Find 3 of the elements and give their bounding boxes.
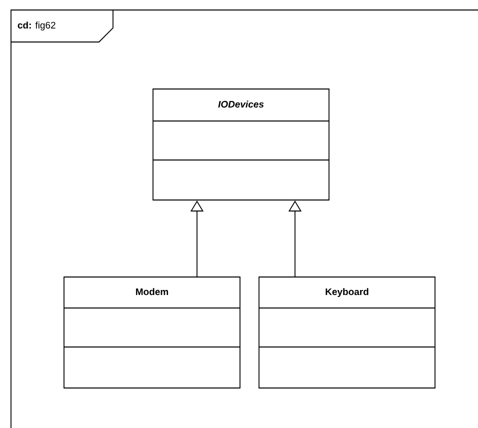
class-box: IODevices [152, 88, 330, 200]
class-box: Keyboard [258, 276, 436, 388]
class-box: Modem [64, 276, 240, 388]
